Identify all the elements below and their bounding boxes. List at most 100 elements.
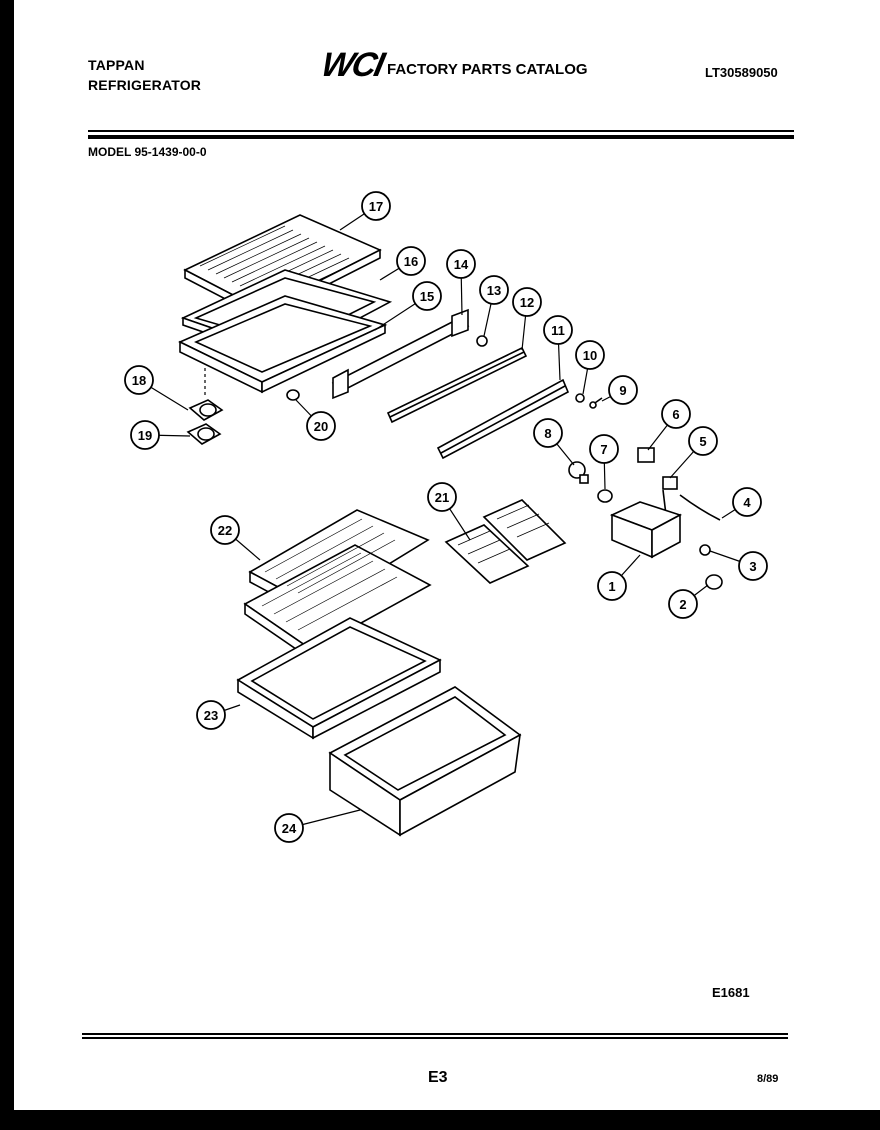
callout-circle: [661, 399, 691, 429]
part-23-crisper-cover: [236, 617, 442, 740]
callout-circle: [196, 700, 226, 730]
callout-label: 18: [132, 373, 146, 388]
callout-7: 7: [589, 434, 619, 490]
callout-label: 5: [699, 434, 706, 449]
catalog-title: FACTORY PARTS CATALOG: [387, 61, 588, 78]
callout-5: 5: [669, 426, 718, 479]
callout-circle: [512, 287, 542, 317]
callout-label: 4: [743, 495, 751, 510]
callout-label: 14: [454, 257, 469, 272]
part-6-switch: [637, 447, 655, 463]
callout-label: 3: [749, 559, 756, 574]
callout-circle: [688, 426, 718, 456]
callout-circle: [306, 411, 336, 441]
page-code: E3: [428, 1069, 448, 1086]
callout-13: 13: [479, 275, 509, 337]
model-number: MODEL 95-1439-00-0: [88, 145, 207, 159]
callout-3: 3: [709, 550, 768, 581]
callout-circle: [533, 418, 563, 448]
callout-1: 1: [597, 554, 641, 601]
callout-circle: [597, 571, 627, 601]
callout-9: 9: [601, 375, 638, 405]
callout-8: 8: [533, 418, 575, 466]
callout-circle: [274, 813, 304, 843]
callout-2: 2: [668, 584, 709, 619]
footer-rule-1: [82, 1033, 788, 1035]
callout-label: 9: [619, 383, 626, 398]
callout-label: 16: [404, 254, 418, 269]
callout-14: 14: [446, 249, 476, 316]
callout-label: 23: [204, 708, 218, 723]
part-2-cap: [705, 574, 723, 590]
callout-circle: [124, 365, 154, 395]
brand-name: TAPPAN: [88, 57, 145, 73]
callout-circle: [210, 515, 240, 545]
part-1-light-housing: [609, 501, 683, 559]
part-24-crisper-drawer: [328, 686, 522, 837]
callout-label: 19: [138, 428, 152, 443]
part-11-rail: [436, 378, 570, 460]
callout-4: 4: [721, 487, 762, 519]
catalog-number: LT30589050: [705, 65, 778, 80]
part-21-ice-trays: [444, 499, 567, 584]
part-19-clip: [186, 423, 222, 445]
callout-16: 16: [379, 246, 426, 281]
part-10-washer: [575, 393, 585, 403]
callout-label: 2: [679, 597, 686, 612]
callout-circle: [412, 281, 442, 311]
revision-date: 8/89: [757, 1073, 779, 1085]
callout-19: 19: [130, 420, 191, 450]
callout-17: 17: [339, 191, 391, 231]
callout-11: 11: [543, 315, 573, 381]
callout-22: 22: [210, 515, 261, 561]
header-rule-thin: [88, 130, 794, 132]
part-12-rail: [386, 346, 528, 424]
part-14-bracket: [331, 308, 470, 400]
callout-circle: [575, 340, 605, 370]
part-15-tray: [178, 295, 388, 394]
callout-label: 12: [520, 295, 534, 310]
callout-circle: [446, 249, 476, 279]
callout-15: 15: [374, 281, 442, 331]
product-type: REFRIGERATOR: [88, 77, 202, 93]
diagram-code: E1681: [712, 985, 750, 1000]
part-9-screw: [589, 397, 603, 409]
callout-label: 6: [672, 407, 679, 422]
callout-circle: [396, 246, 426, 276]
callout-20: 20: [295, 399, 336, 441]
part-22-shelves: [243, 509, 432, 662]
part-18-clip: [188, 399, 224, 421]
callout-21: 21: [427, 482, 471, 541]
part-7-socket: [597, 489, 613, 503]
callout-label: 7: [600, 442, 607, 457]
callout-label: 10: [583, 348, 597, 363]
callout-label: 20: [314, 419, 328, 434]
callout-label: 22: [218, 523, 232, 538]
callout-10: 10: [575, 340, 605, 395]
callout-circle: [668, 589, 698, 619]
callout-label: 17: [369, 199, 383, 214]
callout-label: 13: [487, 283, 501, 298]
header-rule-thick: [88, 135, 794, 139]
callout-label: 8: [544, 426, 551, 441]
footer-rule-2: [82, 1037, 788, 1039]
part-8-bulb: [568, 461, 589, 484]
callout-circle: [608, 375, 638, 405]
callout-circle: [738, 551, 768, 581]
callout-12: 12: [512, 287, 542, 351]
callout-23: 23: [196, 700, 241, 730]
callout-circle: [732, 487, 762, 517]
callout-label: 11: [551, 323, 565, 338]
callout-label: 15: [420, 289, 434, 304]
callout-circle: [479, 275, 509, 305]
callout-6: 6: [647, 399, 691, 451]
callout-circle: [361, 191, 391, 221]
callout-circle: [589, 434, 619, 464]
callout-circle: [543, 315, 573, 345]
part-20-knob: [286, 389, 300, 401]
part-4-wire: [679, 494, 721, 521]
callout-18: 18: [124, 365, 189, 411]
callout-24: 24: [274, 809, 361, 843]
